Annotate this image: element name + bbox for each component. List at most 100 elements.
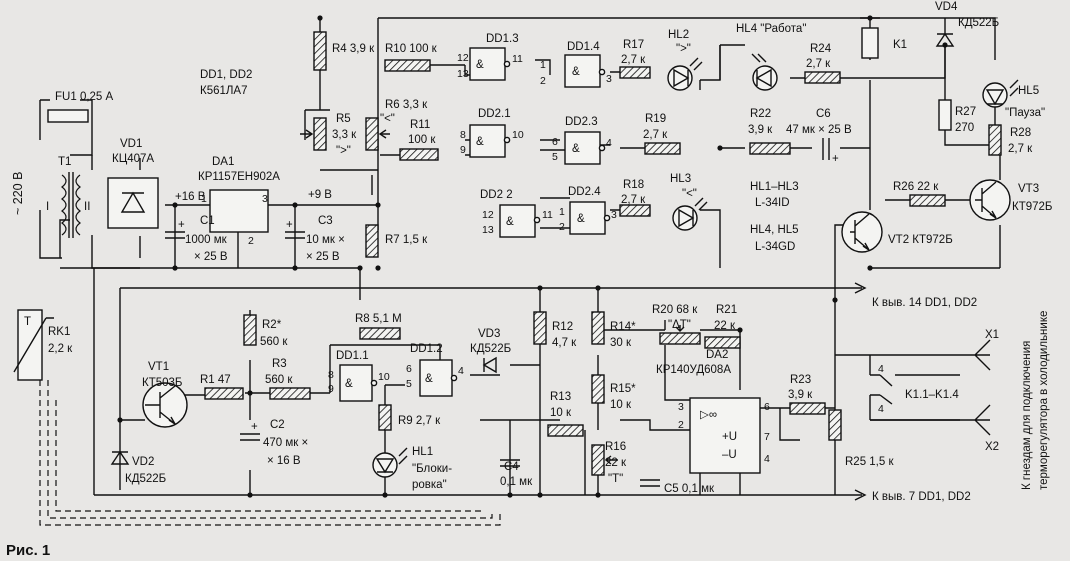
k1-contacts-label: K1.1–K1.4 [905,389,959,401]
junction-dots [117,15,948,498]
socket-x2: X2 [985,441,999,453]
r18-value: 2,7 к [621,194,646,206]
hl1-mark2: ровка" [412,479,447,491]
r5-name: R5 [336,113,351,125]
fuse-label: FU1 0,25 А [55,91,114,103]
logic-ics-part: К561ЛА7 [200,85,248,97]
r18-name: R18 [623,179,644,191]
dd23-pin4: 4 [606,137,612,149]
dd21-pin9: 9 [460,144,466,156]
c6-plus: + [832,153,839,165]
ext-arrows [854,282,867,501]
resistor-r4 [313,31,327,71]
r25-label: R25 1,5 к [845,456,894,468]
resistor-r15 [591,374,605,404]
c4-value: 0,1 мк [500,476,533,488]
dd23-symbol: & [572,143,580,155]
dd13-pin11: 11 [512,53,523,65]
led-types-hl13: HL1–HL3 [750,181,799,193]
t1-primary: I [46,201,49,213]
led-hl1 [372,447,408,478]
thermistor-rk1 [13,309,54,381]
da2-pin3: 3 [678,401,684,413]
resistor-r8 [359,327,401,340]
resistor-r23 [789,402,826,415]
vd3-part: КД522Б [470,343,511,355]
dd22-pin12: 12 [482,209,494,221]
potentiometer-r5 [300,117,327,151]
r24-name: R24 [810,43,832,55]
resistor-r1 [204,387,244,400]
gate-dd2-4 [569,201,606,235]
dd12-pin6: 6 [406,363,412,375]
da2-name: DA2 [706,349,728,361]
resistor-r28 [988,124,1002,156]
resistor-r18 [619,204,651,217]
hl2-mark: ">" [676,43,691,55]
hl3-name: HL3 [670,173,691,185]
da1-pin3: 3 [262,193,268,205]
vt1-name: VT1 [148,361,169,373]
diode-vd2 [110,450,130,465]
da2-pin6: 6 [764,401,770,413]
potentiometer-r6 [365,117,390,151]
c2-plus: + [251,421,258,433]
k1-name: K1 [893,39,907,51]
r16-value: 22 к [605,457,627,469]
vd4-part: КД522Б [958,17,999,29]
hl3-mark: "<" [682,188,697,200]
vt1-part: КТ503Б [142,377,182,389]
bridge-vd1 [107,177,159,229]
resistor-r25 [828,409,842,441]
r15-name: R15* [610,383,636,395]
rk1-mark: T [24,316,31,328]
da2-pin2: 2 [678,419,684,431]
r2-name: R2* [262,319,282,331]
r1-label: R1 47 [200,374,231,386]
r24-value: 2,7 к [806,58,831,70]
c4-name: C4 [504,461,519,473]
r28-value: 2,7 к [1008,143,1033,155]
c3-rating: × 25 В [306,251,340,263]
led-types-l34gd: L-34GD [755,241,795,253]
transistor-vt1 [142,382,188,428]
dd23-pin5: 5 [552,151,558,163]
resistor-r11 [399,148,439,161]
r17-name: R17 [623,39,644,51]
transformer-t1 [61,172,81,238]
r19-name: R19 [645,113,666,125]
k1-contact-4b: 4 [878,403,884,415]
dd21-pin10: 10 [512,129,524,141]
potentiometer-r16 [591,444,618,476]
hl4-label: HL4 "Работа" [736,23,806,35]
r2-value: 560 к [260,336,288,348]
r16-mark: "T" [608,473,623,485]
r12-name: R12 [552,321,573,333]
r21-value: 22 к [714,320,736,332]
resistor-r22 [749,142,791,155]
relay-k1 [861,27,879,59]
c3-value: 10 мк × [306,234,345,246]
resistor-r2 [243,314,257,346]
potentiometer-r20 [659,325,701,345]
dd14-pin3: 3 [606,73,612,85]
r4-label: R4 3,9 к [332,43,375,55]
c2-value: 470 мк × [263,437,308,449]
r10-label: R10 100 к [385,43,438,55]
resistor-r7 [365,224,379,258]
led-types-hl45: HL4, HL5 [750,224,799,236]
r26-label: R26 22 к [893,181,939,193]
dd21-pin8: 8 [460,129,466,141]
vd4-name: VD4 [935,1,958,13]
led-hl3 [672,197,708,231]
r13-value: 10 к [550,407,572,419]
r13-name: R13 [550,391,571,403]
dd23-pin6: 6 [552,136,558,148]
hl1-mark1: "Блоки- [412,463,452,475]
c5-label: C5 0,1 мк [664,483,715,495]
side-note-line2: терморегулятора в холодильнике [1038,311,1050,490]
rk1-value: 2,2 к [48,343,73,355]
capacitor-c2 [240,433,260,441]
vd3-name: VD3 [478,328,500,340]
resistor-r26 [909,194,946,207]
